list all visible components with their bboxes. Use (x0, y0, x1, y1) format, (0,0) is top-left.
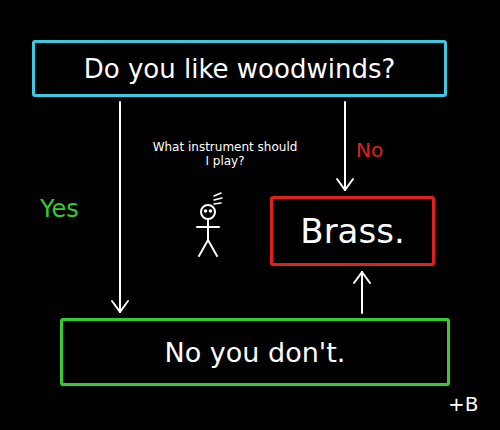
flow-arrow (112, 102, 128, 312)
edge-label: No (356, 138, 383, 162)
edge-label: Yes (40, 195, 79, 223)
process-box: Brass. (270, 196, 435, 266)
box-text: No you don't. (165, 337, 346, 368)
process-box: No you don't. (60, 318, 450, 386)
box-text: Do you like woodwinds? (84, 54, 395, 84)
flow-arrow (354, 272, 370, 313)
flow-arrow (337, 102, 353, 190)
signature: +B (448, 392, 478, 416)
box-text: Brass. (300, 211, 404, 251)
process-box: Do you like woodwinds? (32, 40, 447, 97)
thought-text: What instrument should I play? (150, 140, 300, 169)
